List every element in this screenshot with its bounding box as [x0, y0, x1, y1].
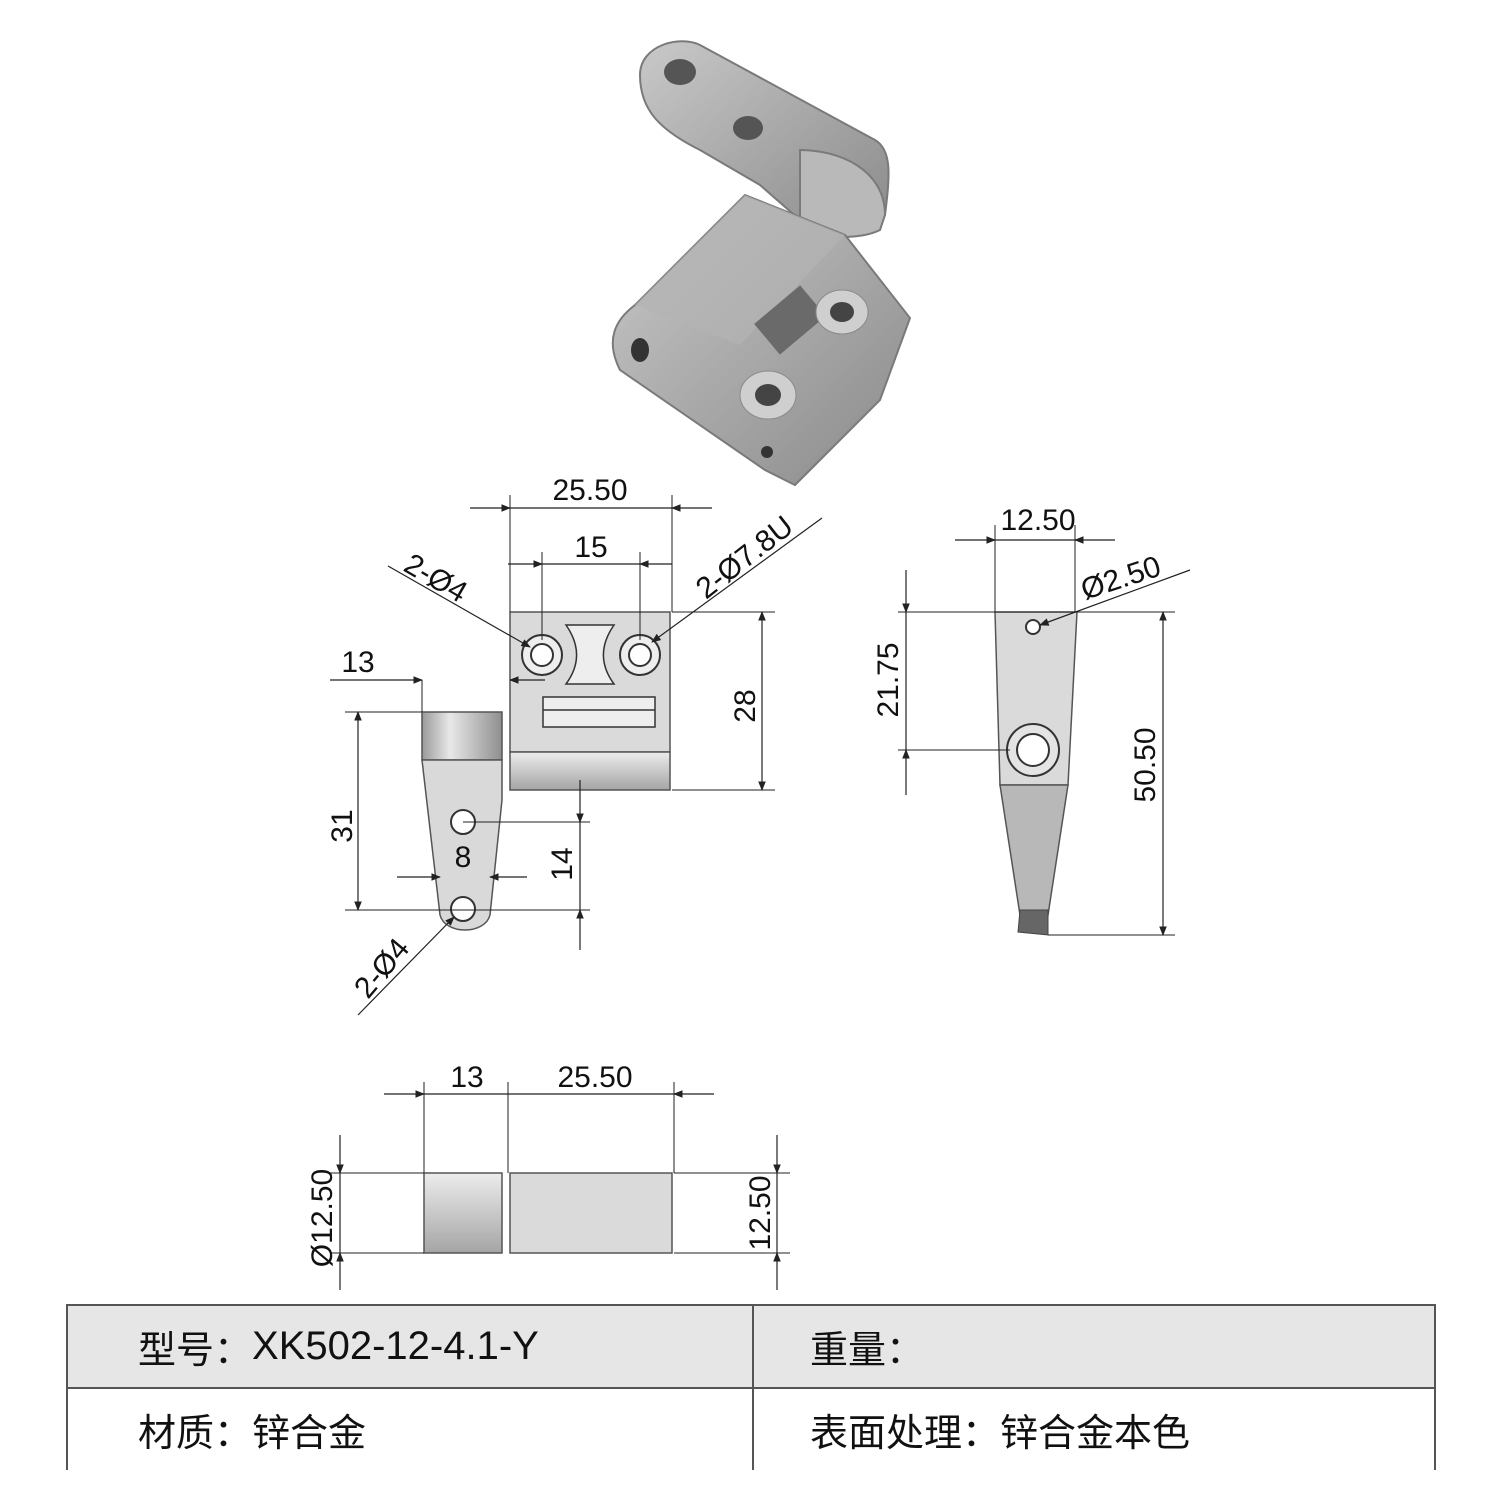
dim-side-total-height: 50.50 — [1129, 727, 1162, 802]
dim-bottom-left-width: 13 — [450, 1061, 483, 1094]
spec-table: 型号： XK502-12-4.1-Y 重量： 材质： 锌合金 表面处理： 锌合金… — [66, 1304, 1436, 1470]
dim-front-block-height: 28 — [729, 689, 762, 722]
spec-row-2: 材质： 锌合金 表面处理： 锌合金本色 — [68, 1387, 1434, 1470]
material-value: 锌合金 — [252, 1411, 367, 1455]
spec-weight: 重量： — [752, 1306, 1436, 1387]
dim-front-leaf-width: 8 — [455, 841, 472, 874]
dim-side-pin-hole: Ø2.50 — [1077, 550, 1165, 607]
side-view: 12.50 Ø2.50 21.75 50.50 — [872, 504, 1191, 936]
dim-bottom-right-width: 25.50 — [557, 1061, 632, 1094]
spec-finish: 表面处理： 锌合金本色 — [752, 1389, 1436, 1470]
dim-front-holes-left: 2-Ø4 — [399, 547, 473, 609]
technical-drawing: 25.50 15 2-Ø4 2-Ø7.8U 13 28 31 8 14 2-Ø4… — [306, 40, 1191, 1290]
model-label: 型号： — [138, 1328, 253, 1372]
hinge-photo — [611, 40, 912, 487]
dim-side-pivot-height: 21.75 — [872, 642, 905, 717]
spec-material: 材质： 锌合金 — [68, 1389, 752, 1470]
dim-front-hole-spacing: 15 — [574, 531, 607, 564]
material-label: 材质： — [138, 1411, 253, 1455]
finish-label: 表面处理： — [810, 1411, 1001, 1455]
dim-front-holes-right: 2-Ø7.8U — [690, 510, 800, 606]
dim-side-width: 12.50 — [1000, 504, 1075, 537]
model-value: XK502-12-4.1-Y — [252, 1324, 539, 1368]
weight-label: 重量： — [810, 1328, 925, 1372]
bottom-view: 13 25.50 Ø12.50 12.50 — [306, 1061, 790, 1290]
dim-front-offset: 13 — [341, 646, 374, 679]
spec-row-1: 型号： XK502-12-4.1-Y 重量： — [68, 1306, 1434, 1387]
finish-value: 锌合金本色 — [1000, 1411, 1191, 1455]
dim-bottom-height: 12.50 — [744, 1175, 777, 1250]
front-view: 25.50 15 2-Ø4 2-Ø7.8U 13 28 31 8 14 2-Ø4 — [326, 474, 823, 1016]
spec-model: 型号： XK502-12-4.1-Y — [68, 1306, 752, 1387]
dim-bottom-diameter: Ø12.50 — [306, 1169, 339, 1267]
dim-front-leaf-height: 31 — [326, 809, 359, 842]
dim-front-leaf-holes: 2-Ø4 — [348, 932, 416, 1004]
dim-front-width: 25.50 — [552, 474, 627, 507]
dim-front-leaf-hole-spacing: 14 — [546, 847, 579, 880]
